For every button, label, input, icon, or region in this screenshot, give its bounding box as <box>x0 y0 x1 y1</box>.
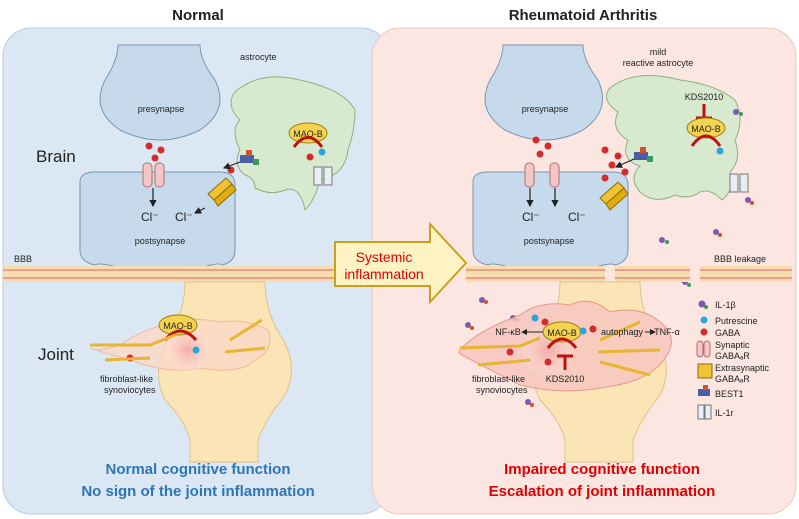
mild-label-1: mild <box>650 47 667 57</box>
presynapse-shape-ra <box>484 44 603 141</box>
fls-label-normal-1: fibroblast-like <box>100 374 153 384</box>
presynapse-shape <box>99 44 221 141</box>
cl-label-synaptic: Cl⁻ <box>141 210 159 224</box>
fls-label-ra-2: synoviocytes <box>476 385 528 395</box>
postsynapse-shape-ra <box>472 171 629 269</box>
inflamed-focus-normal <box>166 328 210 372</box>
arrow-line-2: inflammation <box>344 266 423 282</box>
legend-putrescine: Putrescine <box>715 316 758 326</box>
mao-b-ra-joint: MAO-B <box>542 321 582 349</box>
brain-label: Brain <box>36 147 76 166</box>
legend-il1r: IL-1r <box>715 408 734 418</box>
legend-il1b: IL-1β <box>715 300 736 310</box>
putrescine-dot <box>716 147 724 155</box>
il1r-normal <box>313 166 333 186</box>
fls-processes-ra <box>459 320 661 377</box>
cl-label-extrasynaptic: Cl⁻ <box>175 210 193 224</box>
nfkb-label: NF-κB <box>495 327 521 337</box>
normal-title: Normal <box>172 7 224 24</box>
synaptic-gabaa-receptor <box>142 162 165 188</box>
systemic-inflammation-arrow <box>334 221 468 305</box>
mao-b-normal-brain: MAO-B <box>288 122 328 148</box>
postsynapse-label-ra: postsynapse <box>524 236 575 246</box>
reactive-astrocyte-shape <box>605 75 741 201</box>
postsynapse-label: postsynapse <box>135 236 186 246</box>
fls-label-normal-2: synoviocytes <box>104 385 156 395</box>
legend-extrasynaptic-1: Extrasynaptic <box>715 363 770 373</box>
legend: IL-1β Putrescine GABA Synaptic GABAₐR Ex… <box>696 300 770 420</box>
ra-outcome-1: Impaired cognitive function <box>504 461 700 478</box>
legend-gaba: GABA <box>715 328 740 338</box>
presynapse-label-ra: presynapse <box>522 104 569 114</box>
astrocyte-label: astrocyte <box>240 52 277 62</box>
cl-label-ra-2: Cl⁻ <box>568 210 586 224</box>
svg-text:MAO-B: MAO-B <box>547 328 577 338</box>
cl-label-ra-1: Cl⁻ <box>522 210 540 224</box>
il1r-ra <box>729 173 749 193</box>
mild-label-2: reactive astrocyte <box>623 58 694 68</box>
putrescine-dot <box>192 346 200 354</box>
fls-processes-normal <box>90 318 266 362</box>
gaba-dot <box>306 153 314 161</box>
legend-best1: BEST1 <box>715 389 744 399</box>
kds2010-joint-label: KDS2010 <box>546 374 585 384</box>
kds2010-brain-label: KDS2010 <box>685 92 724 102</box>
svg-text:MAO-B: MAO-B <box>691 124 721 134</box>
legend-synaptic-2: GABAₐR <box>715 351 750 361</box>
synaptic-gabaa-receptor-ra <box>524 162 560 188</box>
autophagy-label: autophagy <box>601 327 644 337</box>
kds2010-inhibitor-joint <box>557 354 573 370</box>
extrasynaptic-gabaa-receptor-ra <box>599 181 629 211</box>
gaba-dots-normal <box>145 142 235 174</box>
presynapse-label: presynapse <box>138 104 185 114</box>
svg-text:MAO-B: MAO-B <box>293 129 323 139</box>
extrasynaptic-gabaa-receptor-normal <box>207 177 237 207</box>
bbb-leakage-label: BBB leakage <box>714 254 766 264</box>
normal-outcome-2: No sign of the joint inflammation <box>81 483 314 500</box>
best1-channel-normal <box>240 150 259 165</box>
fls-label-ra-1: fibroblast-like <box>472 374 525 384</box>
ra-outcome-2: Escalation of joint inflammation <box>489 483 716 500</box>
normal-outcome-1: Normal cognitive function <box>105 461 290 478</box>
svg-text:MAO-B: MAO-B <box>163 321 193 331</box>
joint-label: Joint <box>38 345 74 364</box>
legend-synaptic-1: Synaptic <box>715 340 750 350</box>
joint-ra-dots <box>506 314 597 366</box>
bbb-band-normal <box>3 266 383 282</box>
postsynapse-shape <box>79 171 236 269</box>
tnfa-label: TNF-α <box>654 327 680 337</box>
arrow-line-1: Systemic <box>356 249 413 265</box>
ra-title: Rheumatoid Arthritis <box>509 7 658 24</box>
bbb-label: BBB <box>14 254 32 264</box>
legend-extrasynaptic-2: GABAₐR <box>715 374 750 384</box>
best1-channel-ra <box>634 147 653 162</box>
mao-b-ra-brain: MAO-B <box>686 117 726 147</box>
putrescine-dot <box>318 148 326 156</box>
bbb-band-ra <box>466 266 792 282</box>
